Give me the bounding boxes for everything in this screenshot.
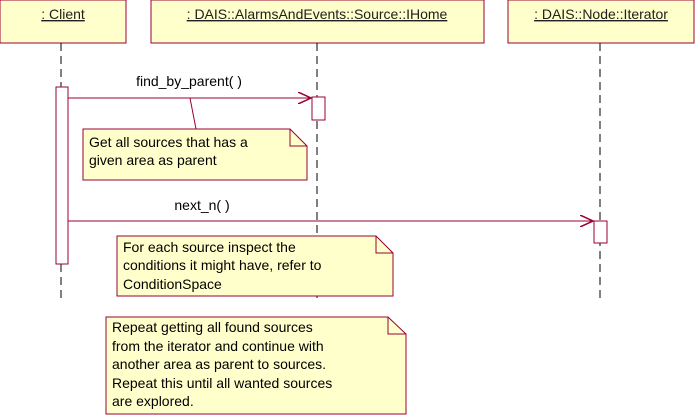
note-1-line-1: Get all sources that has a bbox=[89, 134, 248, 150]
note-1-line-2: given area as parent bbox=[89, 152, 217, 168]
note-2[interactable]: For each source inspect the conditions i… bbox=[116, 235, 394, 297]
activation-client[interactable] bbox=[55, 86, 69, 265]
message-find-by-parent-label: find_by_parent( ) bbox=[136, 73, 242, 89]
activation-node-iterator[interactable] bbox=[593, 220, 608, 244]
note-2-line-2: conditions it might have, refer to bbox=[123, 257, 322, 273]
object-client[interactable]: : Client bbox=[0, 0, 127, 44]
note-3-line-2: from the iterator and continue with bbox=[112, 338, 324, 354]
object-client-label: : Client bbox=[41, 6, 85, 22]
note-1-anchor bbox=[189, 97, 197, 130]
note-3-line-5: are explored. bbox=[112, 393, 194, 409]
note-3-line-3: another area as parent to sources. bbox=[112, 356, 326, 372]
note-3-line-4: Repeat this until all wanted sources bbox=[112, 375, 332, 391]
note-1[interactable]: Get all sources that has a given area as… bbox=[82, 128, 308, 181]
message-find-by-parent[interactable]: find_by_parent( ) bbox=[68, 73, 311, 98]
note-3[interactable]: Repeat getting all found sources from th… bbox=[105, 316, 407, 415]
object-source-ihome-label: : DAIS::AlarmsAndEvents::Source::IHome bbox=[187, 6, 448, 22]
note-2-line-3: ConditionSpace bbox=[123, 276, 222, 292]
note-3-line-1: Repeat getting all found sources bbox=[112, 319, 313, 335]
message-next-n-label: next_n( ) bbox=[174, 197, 229, 213]
object-source-ihome[interactable]: : DAIS::AlarmsAndEvents::Source::IHome bbox=[150, 0, 485, 44]
object-node-iterator[interactable]: : DAIS::Node::Iterator bbox=[507, 0, 695, 44]
note-2-line-1: For each source inspect the bbox=[123, 239, 296, 255]
activation-source-ihome[interactable] bbox=[311, 96, 326, 121]
object-node-iterator-label: : DAIS::Node::Iterator bbox=[534, 6, 668, 22]
message-next-n[interactable]: next_n( ) bbox=[68, 197, 593, 221]
